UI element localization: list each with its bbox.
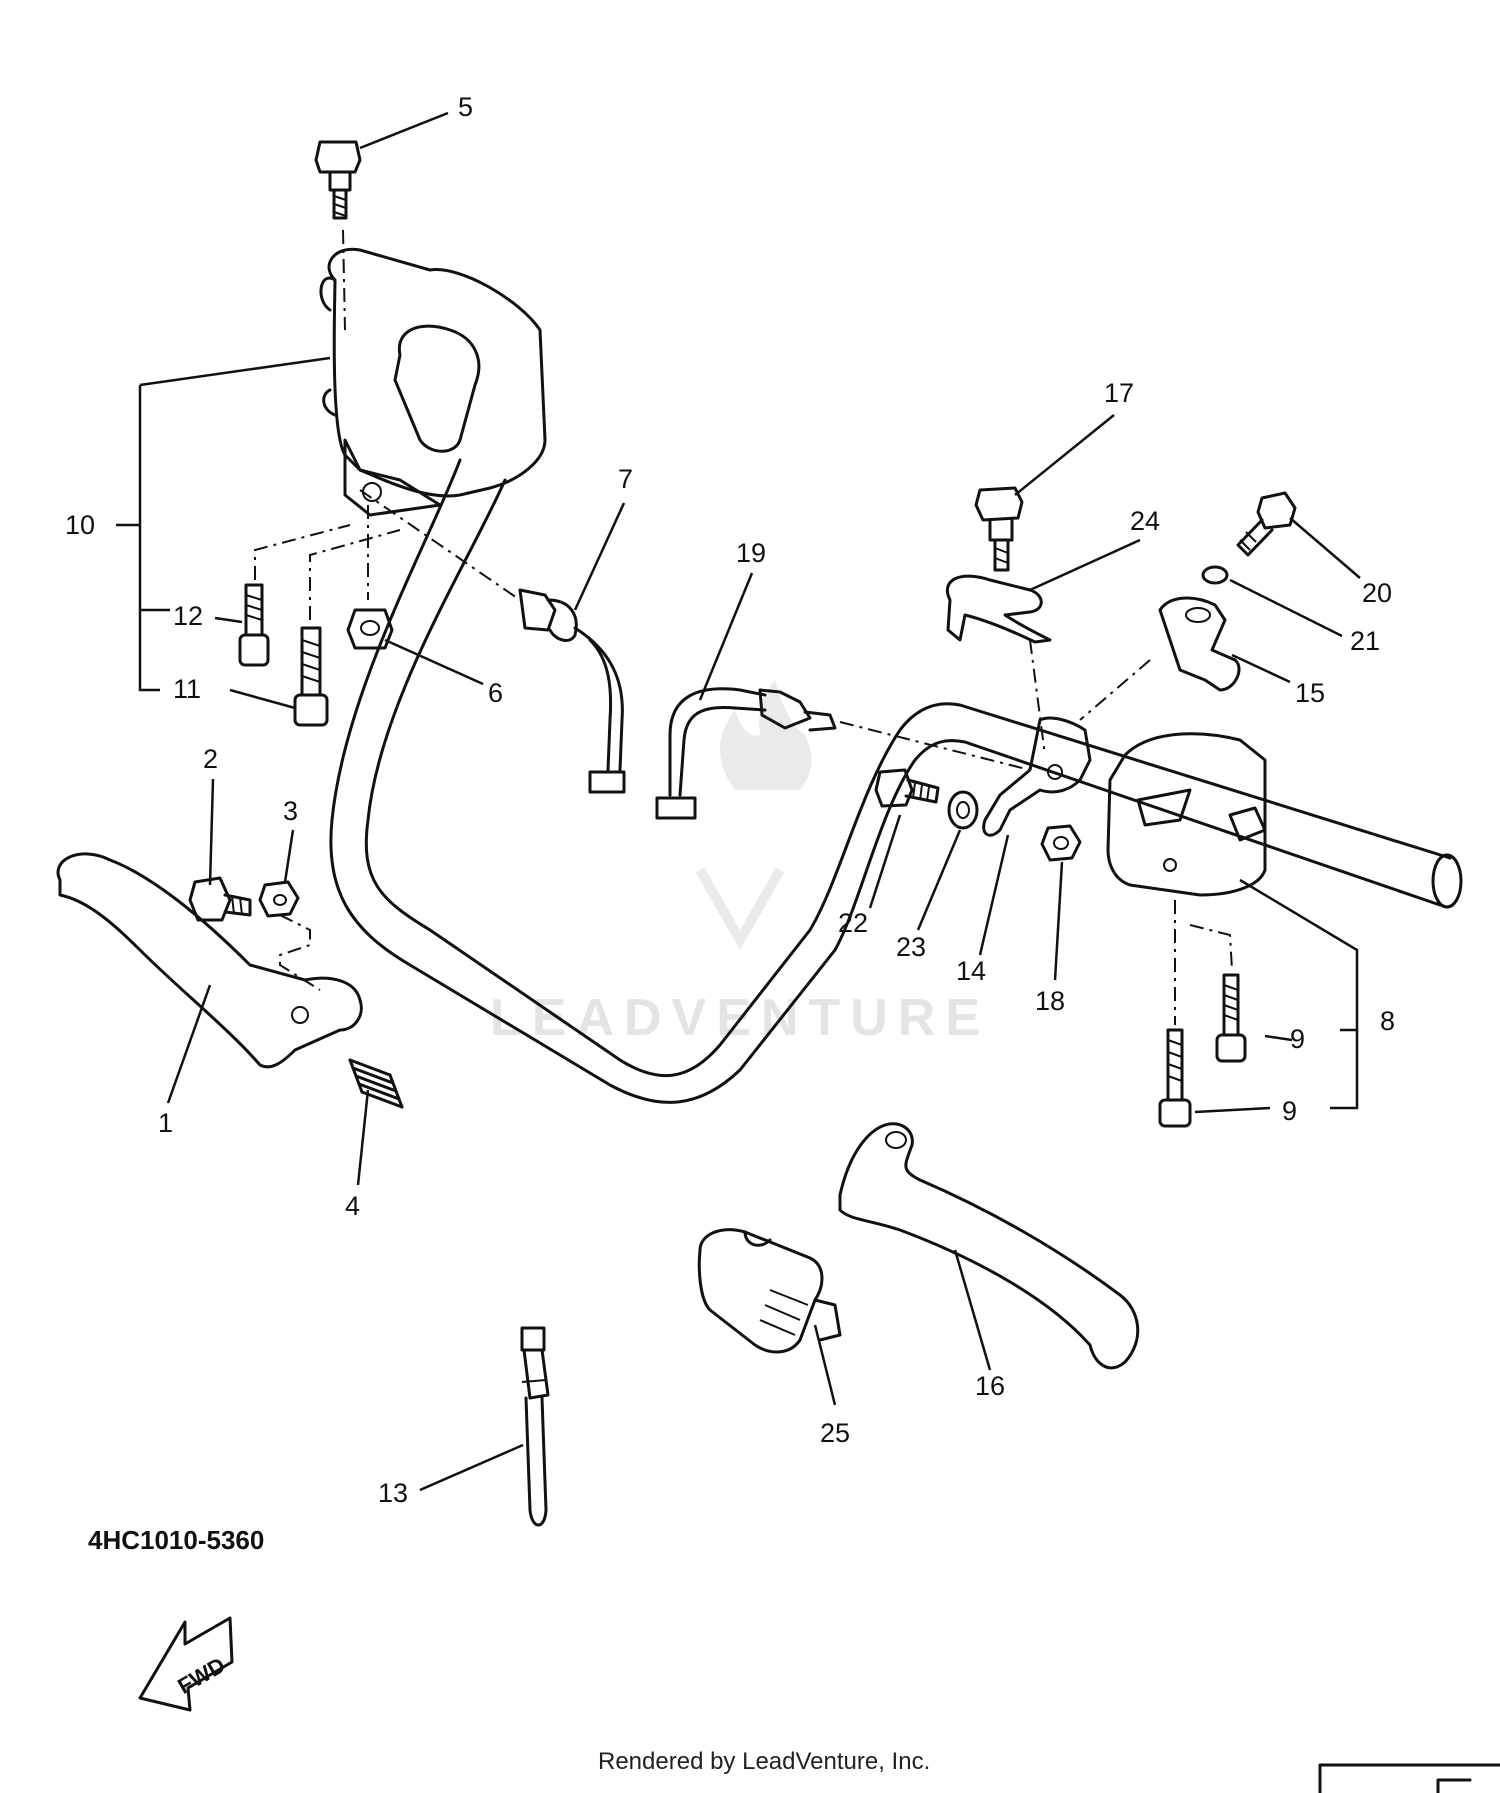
callout-13: 13 bbox=[378, 1478, 408, 1508]
lever-16 bbox=[838, 1122, 1140, 1370]
leader-lines bbox=[116, 111, 1361, 1492]
bolt-5 bbox=[314, 140, 362, 220]
callout-19: 19 bbox=[736, 538, 766, 568]
callout-1: 1 bbox=[158, 1108, 173, 1138]
bracket-15 bbox=[1158, 596, 1241, 692]
frame-corner bbox=[1318, 1763, 1500, 1793]
callout-20: 20 bbox=[1362, 578, 1392, 608]
callout-18: 18 bbox=[1035, 986, 1065, 1016]
callout-25: 25 bbox=[820, 1418, 850, 1448]
bolt-20 bbox=[1236, 491, 1297, 557]
nut-6 bbox=[346, 608, 394, 650]
callout-7: 7 bbox=[618, 464, 633, 494]
watermark-text: LEADVENTURE bbox=[490, 989, 990, 1047]
bolt-11 bbox=[293, 626, 329, 727]
callout-9-upper: 9 bbox=[1290, 1024, 1305, 1054]
cable-tie-13 bbox=[520, 1326, 550, 1527]
callout-11: 11 bbox=[173, 674, 201, 704]
callout-2: 2 bbox=[203, 744, 218, 774]
fwd-arrow-icon: FWD bbox=[138, 1616, 234, 1712]
callout-23: 23 bbox=[896, 932, 926, 962]
callout-16: 16 bbox=[975, 1371, 1005, 1401]
rendered-by-credit: Rendered by LeadVenture, Inc. bbox=[598, 1748, 931, 1775]
bolt-22 bbox=[874, 768, 940, 808]
callout-9-lower: 9 bbox=[1282, 1096, 1297, 1126]
bolt-9-lower bbox=[1158, 1028, 1192, 1128]
nut-18 bbox=[1040, 824, 1082, 862]
washer-21 bbox=[1201, 565, 1229, 585]
holder-14 bbox=[982, 716, 1092, 837]
callout-numbers: 5 10 12 11 6 7 19 17 24 20 21 15 2 3 22 … bbox=[65, 92, 1395, 1508]
callout-3: 3 bbox=[283, 796, 298, 826]
spring-4 bbox=[348, 1058, 404, 1109]
callout-10: 10 bbox=[65, 510, 95, 540]
clamp-24 bbox=[946, 574, 1052, 644]
switch-7 bbox=[518, 588, 626, 794]
leadventure-watermark: LEADVENTURE bbox=[490, 680, 990, 1047]
switch-19 bbox=[655, 687, 837, 820]
fwd-label: FWD bbox=[173, 1652, 229, 1699]
callout-6: 6 bbox=[488, 678, 503, 708]
washer-23 bbox=[947, 790, 979, 830]
callout-8: 8 bbox=[1380, 1006, 1395, 1036]
callout-14: 14 bbox=[956, 956, 986, 986]
callout-24: 24 bbox=[1130, 506, 1160, 536]
callout-21: 21 bbox=[1350, 626, 1380, 656]
callout-5: 5 bbox=[458, 92, 473, 122]
bolt-17 bbox=[974, 486, 1024, 572]
left-master-cylinder bbox=[319, 247, 547, 517]
bolt-2 bbox=[188, 876, 252, 922]
callout-22: 22 bbox=[838, 908, 868, 938]
nut-3 bbox=[258, 880, 300, 918]
callout-15: 15 bbox=[1295, 678, 1325, 708]
handlebar bbox=[329, 458, 1463, 1104]
switch-25 bbox=[697, 1228, 842, 1354]
bolt-12 bbox=[238, 583, 270, 667]
diagram-part-code: 4HC1010-5360 bbox=[88, 1525, 265, 1555]
lever-1 bbox=[56, 852, 363, 1069]
callout-17: 17 bbox=[1104, 378, 1134, 408]
callout-4: 4 bbox=[345, 1191, 360, 1221]
bolt-9-upper bbox=[1215, 973, 1247, 1063]
right-switch-housing bbox=[1106, 732, 1267, 897]
callout-12: 12 bbox=[173, 601, 203, 631]
